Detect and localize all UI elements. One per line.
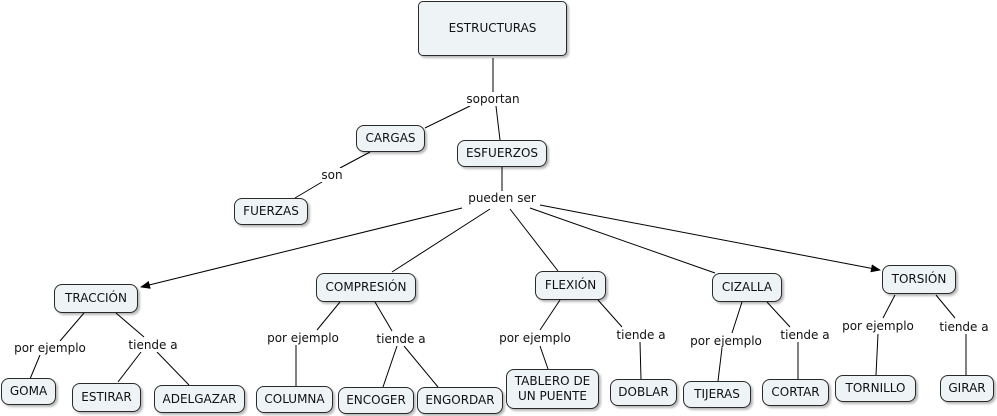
edge-puedenser-flexion xyxy=(509,208,559,272)
node-columna[interactable]: COLUMNA xyxy=(256,386,333,413)
node-encoger[interactable]: ENCOGER xyxy=(338,387,414,414)
link-torsion-tiende-a: tiende a xyxy=(938,320,990,334)
edge-ejemplo-tornillo xyxy=(875,333,879,376)
link-traccion-tiende-a: tiende a xyxy=(127,338,179,352)
node-estirar[interactable]: ESTIRAR xyxy=(72,383,141,412)
edge-puedenser-torsion xyxy=(539,204,881,273)
node-goma[interactable]: GOMA xyxy=(1,378,56,405)
node-esfuerzos[interactable]: ESFUERZOS xyxy=(457,140,547,167)
edge-ejemplo-tijeras xyxy=(717,347,723,382)
edge-tiende-adelgazar xyxy=(156,351,190,386)
node-traccion[interactable]: TRACCIÓN xyxy=(54,284,138,313)
node-girar[interactable]: GIRAR xyxy=(940,375,994,402)
edge-tiende-estirar xyxy=(117,351,142,383)
edge-compresion-tiende xyxy=(374,301,393,332)
edge-soportan-cargas xyxy=(424,105,471,129)
link-flexion-por-ejemplo: por ejemplo xyxy=(498,331,572,345)
edge-cizalla-tiende xyxy=(766,301,791,328)
link-compresion-por-ejemplo: por ejemplo xyxy=(266,331,340,345)
link-traccion-por-ejemplo: por ejemplo xyxy=(13,341,87,355)
link-flexion-tiende-a: tiende a xyxy=(615,328,667,342)
link-pueden-ser: pueden ser xyxy=(467,191,537,205)
link-compresion-tiende-a: tiende a xyxy=(375,332,427,346)
node-adelgazar[interactable]: ADELGAZAR xyxy=(154,385,245,413)
link-cizalla-por-ejemplo: por ejemplo xyxy=(689,334,763,348)
edge-tiende-engordar xyxy=(403,345,439,388)
node-doblar[interactable]: DOBLAR xyxy=(610,379,677,406)
node-cizalla[interactable]: CIZALLA xyxy=(712,273,782,302)
node-torsion[interactable]: TORSIÓN xyxy=(882,265,956,294)
edge-ejemplo-goma xyxy=(29,354,41,380)
edge-compresion-ejemplo xyxy=(316,301,341,331)
edge-son-fuerzas xyxy=(294,181,323,199)
node-cargas[interactable]: CARGAS xyxy=(356,125,425,152)
edge-tiende-encoger xyxy=(382,345,398,388)
node-engordar[interactable]: ENGORDAR xyxy=(417,387,503,414)
node-tablero-line1: TABLERO DE xyxy=(514,374,591,388)
node-tijeras[interactable]: TIJERAS xyxy=(683,381,751,408)
edge-traccion-ejemplo xyxy=(59,312,85,342)
edge-cargas-son xyxy=(339,151,371,169)
node-tablero-line2: UN PUENTE xyxy=(517,389,588,403)
link-cizalla-tiende-a: tiende a xyxy=(779,328,831,342)
edge-cizalla-ejemplo xyxy=(731,301,743,334)
edge-puedenser-cizalla xyxy=(529,207,716,274)
node-fuerzas[interactable]: FUERZAS xyxy=(234,198,308,225)
edge-torsion-tiende xyxy=(935,294,956,319)
edge-flexion-tiende xyxy=(597,299,623,328)
edge-soportan-esfuerzos xyxy=(495,105,501,141)
edge-ejemplo-tablero xyxy=(539,345,549,370)
link-son: son xyxy=(320,168,344,182)
node-tornillo[interactable]: TORNILLO xyxy=(835,375,916,402)
edge-tiende-doblar xyxy=(639,341,642,380)
node-flexion[interactable]: FLEXIÓN xyxy=(535,271,606,300)
edge-flexion-ejemplo xyxy=(539,299,561,331)
link-soportan: soportan xyxy=(465,92,521,106)
edge-puedenser-compresion xyxy=(391,208,491,273)
node-compresion[interactable]: COMPRESIÓN xyxy=(316,273,416,302)
node-tablero-de-un-puente[interactable]: TABLERO DE UN PUENTE xyxy=(506,369,599,409)
edge-puedenser-traccion xyxy=(140,207,463,289)
node-cortar[interactable]: CORTAR xyxy=(762,379,829,406)
link-torsion-por-ejemplo: por ejemplo xyxy=(841,319,915,333)
node-estructuras[interactable]: ESTRUCTURAS xyxy=(418,1,567,56)
edge-traccion-tiende xyxy=(115,312,145,338)
edge-torsion-ejemplo xyxy=(882,294,896,319)
